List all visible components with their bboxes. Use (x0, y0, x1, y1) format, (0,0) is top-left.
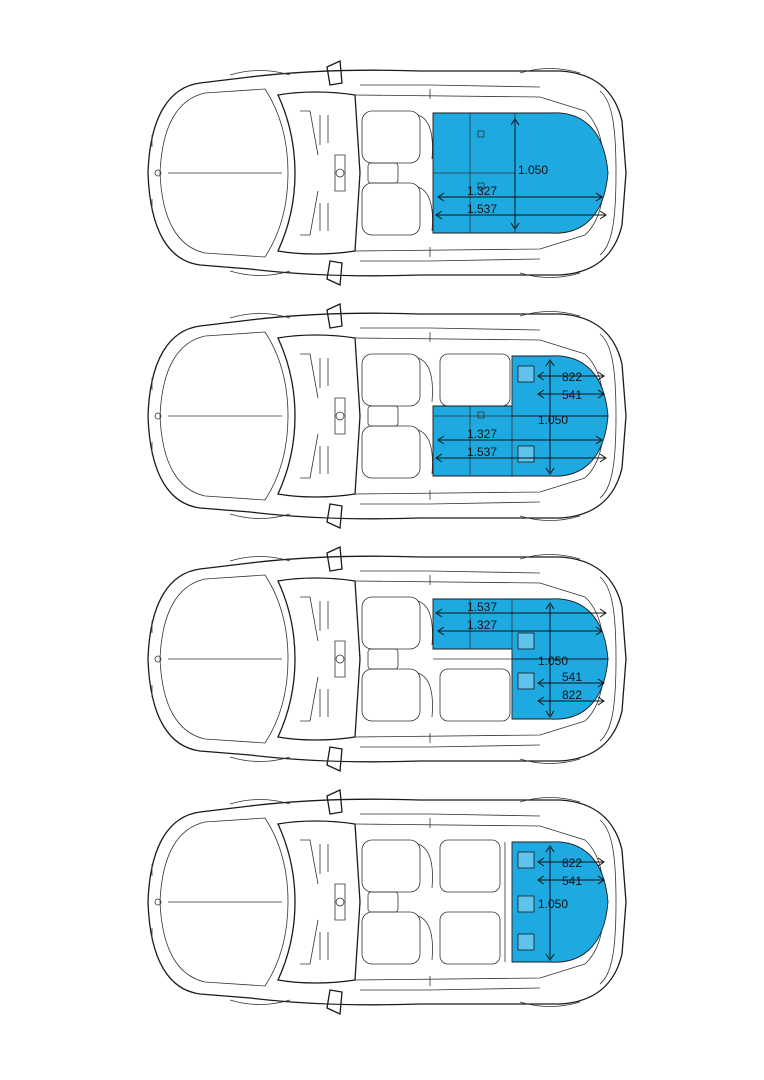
seat-width-b-label: 541 (562, 874, 582, 888)
width-outer-label: 1.537 (467, 445, 497, 459)
seat-width-a-label: 822 (562, 856, 582, 870)
length-dimension-line (545, 845, 555, 961)
length-label: 1.050 (538, 654, 568, 668)
width-outer-dimension-line (435, 453, 607, 463)
cargo-area-trunk (511, 841, 609, 963)
length-label: 1.050 (538, 413, 568, 427)
car-diagram-all-seats-folded: 1.050 1.327 1.537 (0, 55, 764, 295)
seat-width-b-label: 541 (562, 388, 582, 402)
car-diagram-right-seat-folded: 822 541 1.050 1.327 1.537 (0, 298, 764, 538)
cargo-area-full (432, 112, 609, 234)
length-dimension-line (510, 118, 520, 230)
width-outer-label: 1.537 (467, 600, 497, 614)
seat-width-a-label: 822 (562, 370, 582, 384)
width-inner-dimension-line (437, 192, 603, 202)
width-outer-dimension-line (435, 608, 607, 618)
seat-width-b-label: 541 (562, 670, 582, 684)
length-label: 1.050 (518, 163, 548, 177)
cargo-area-folded-side (432, 598, 609, 660)
width-inner-dimension-line (437, 626, 603, 636)
length-dimension-line (545, 359, 555, 475)
cargo-area-folded-side (432, 405, 609, 477)
width-inner-label: 1.327 (467, 427, 497, 441)
length-label: 1.050 (538, 897, 568, 911)
seat-width-a-dimension-line (537, 696, 605, 706)
car-top-view-2: 822 541 1.050 1.327 1.537 (147, 303, 627, 529)
cargo-area-trunk-lower (511, 658, 609, 720)
car-top-view-4: 822 541 1.050 (147, 789, 627, 1015)
width-inner-dimension-line (437, 435, 603, 445)
width-outer-dimension-line (435, 210, 607, 220)
seat-width-b-dimension-line (537, 389, 605, 399)
width-inner-label: 1.327 (467, 618, 497, 632)
seat-width-b-dimension-line (537, 875, 605, 885)
seat-width-a-dimension-line (537, 857, 605, 867)
car-diagram-trunk-only: 822 541 1.050 (0, 784, 764, 1024)
width-outer-label: 1.537 (467, 202, 497, 216)
car-diagram-left-seat-folded: 1.537 1.327 1.050 541 822 (0, 541, 764, 781)
car-top-view-3: 1.537 1.327 1.050 541 822 (147, 546, 627, 772)
length-dimension-line (545, 602, 555, 718)
seat-width-a-label: 822 (562, 688, 582, 702)
width-inner-label: 1.327 (467, 184, 497, 198)
seat-width-b-dimension-line (537, 678, 605, 688)
car-top-view-1: 1.050 1.327 1.537 (147, 60, 627, 286)
seat-width-a-dimension-line (537, 371, 605, 381)
